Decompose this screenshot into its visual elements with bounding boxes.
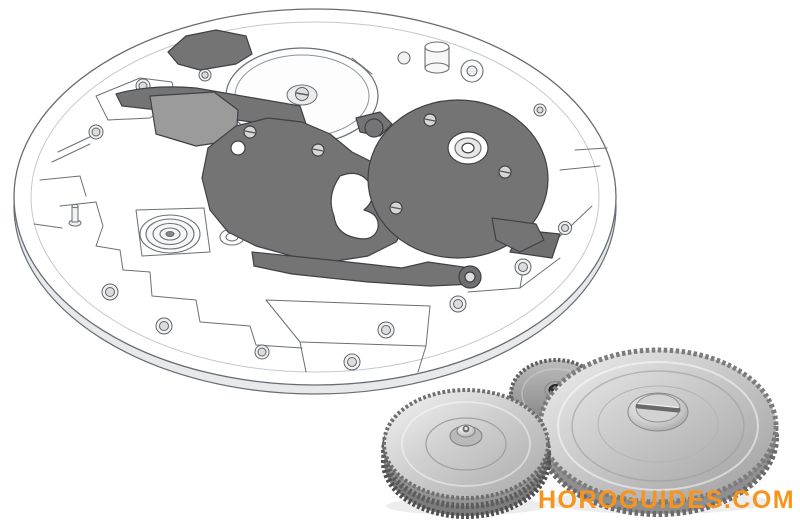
gear-large-ring1: [557, 361, 759, 491]
barrel-screw-slot: [295, 92, 309, 96]
detail-line: [299, 341, 427, 373]
setting-wheel-center: [165, 230, 175, 238]
lever-assembly: [115, 29, 561, 289]
screw: [155, 317, 173, 335]
gear-large-screw-slot-highlight: [637, 402, 679, 409]
screw: [558, 221, 572, 235]
plate-screws: [88, 68, 572, 371]
lever-screw: [311, 143, 325, 157]
gear-medium-ring1: [401, 401, 531, 487]
post-bottom: [424, 62, 450, 74]
small-cam-pivot: [364, 118, 384, 138]
lever-pivot-jewel: [464, 271, 476, 283]
gear-large-ring2: [571, 370, 745, 482]
gear-large-ring3: [597, 385, 719, 463]
setting-wheel-ring1: [139, 214, 201, 254]
watermark-text: HOROGUIDES.COM: [538, 486, 795, 514]
detail-line: [51, 133, 97, 163]
gear-large: [537, 347, 779, 517]
lever-screw: [243, 125, 257, 139]
pin-top: [71, 203, 79, 209]
cam-hole-center: [461, 142, 475, 154]
crown-wheel-inner: [466, 65, 478, 77]
screw: [514, 258, 532, 276]
gear-medium: [381, 388, 551, 519]
setting-wheel: [139, 214, 245, 254]
plate-inner-rim: [30, 21, 600, 373]
detail-line: [59, 201, 303, 349]
cam-disc: [367, 99, 549, 259]
lever-screw: [498, 165, 512, 179]
standing-pin: [68, 203, 82, 227]
screw: [377, 321, 395, 339]
screw: [449, 295, 467, 313]
lever-screw: [389, 201, 403, 215]
lever-screw: [423, 113, 437, 127]
jewel: [533, 103, 547, 117]
detail-line: [33, 175, 87, 229]
small-post: [397, 51, 411, 65]
post-top: [424, 41, 450, 53]
screw: [101, 283, 119, 301]
screw: [254, 344, 270, 360]
setting-wheel-ring3: [152, 222, 188, 246]
pin-body: [71, 205, 79, 223]
gear-train-photo: [381, 347, 779, 519]
hammer-piece: [491, 217, 545, 253]
gear-medium-ring2: [425, 417, 507, 471]
screw: [198, 68, 212, 82]
gear-large-screw-slot: [635, 403, 681, 413]
screw: [88, 124, 104, 140]
detail-line: [559, 147, 608, 171]
setting-wheel-ring4: [159, 227, 181, 241]
plate-hole: [230, 140, 246, 156]
flyback-lever: [167, 29, 253, 71]
detail-line: [135, 207, 211, 257]
gear-medium-shaft-tip: [464, 426, 468, 431]
screw: [343, 353, 361, 371]
winding-stem-post: [397, 41, 484, 83]
